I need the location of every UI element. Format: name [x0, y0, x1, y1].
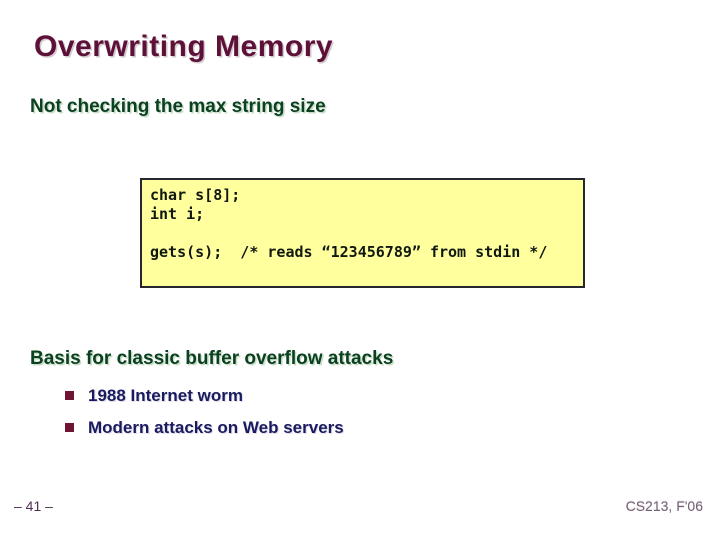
slide-title: Overwriting Memory: [34, 30, 334, 63]
bullet-list: 1988 Internet worm Modern attacks on Web…: [65, 386, 344, 450]
code-line: int i;: [150, 205, 205, 223]
code-box: char s[8]; int i; gets(s); /* reads “123…: [140, 178, 585, 288]
page-number: – 41 –: [14, 498, 53, 514]
code-line: [150, 224, 583, 243]
course-label: CS213, F'06: [625, 498, 703, 514]
bullet-text: 1988 Internet worm: [88, 386, 243, 405]
list-item: 1988 Internet worm: [65, 386, 344, 406]
code-line: char s[8];: [150, 186, 241, 204]
code-line: gets(s); /* reads “123456789” from stdin…: [150, 243, 548, 261]
slide-subtitle: Not checking the max string size: [30, 96, 326, 117]
section-heading: Basis for classic buffer overflow attack…: [30, 348, 394, 369]
bullet-text: Modern attacks on Web servers: [88, 418, 344, 437]
list-item: Modern attacks on Web servers: [65, 418, 344, 438]
square-bullet-icon: [65, 391, 74, 400]
square-bullet-icon: [65, 423, 74, 432]
